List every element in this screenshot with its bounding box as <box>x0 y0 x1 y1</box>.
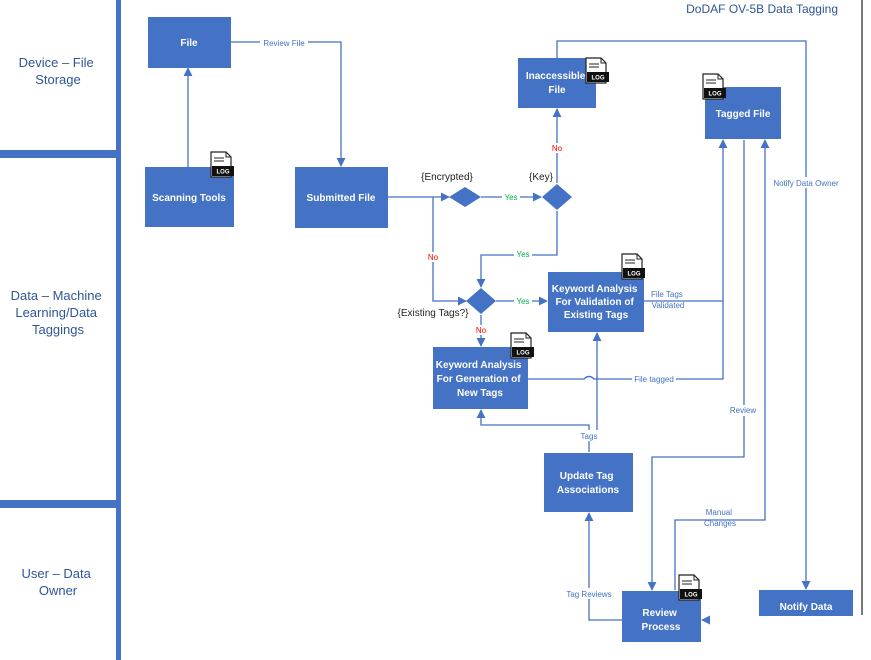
lane-divider-2 <box>0 500 118 508</box>
svg-text:LOG: LOG <box>628 272 641 278</box>
edge-tagged-to-review <box>647 140 745 591</box>
node-label-file: File <box>180 38 198 49</box>
node-label-scanning-tools: Scanning Tools <box>152 193 226 204</box>
edge-label-yes-key: Yes <box>516 250 529 259</box>
edge-review-to-tagged <box>674 139 770 590</box>
decision-label-existing-tags: {Existing Tags?} <box>398 308 470 319</box>
node-notify-data-owner: Notify Data <box>759 590 853 616</box>
log-file-icon: LOG <box>510 332 534 359</box>
edge-validation-to-tagged <box>644 139 728 302</box>
edge-label-yes-encrypted: Yes <box>504 193 517 202</box>
log-file-icon: LOG <box>585 57 609 84</box>
edge-label-review: Review <box>730 406 756 415</box>
node-update-tag-associations: Update Tag Associations <box>544 453 633 512</box>
decision-encrypted: {Encrypted} <box>421 172 481 207</box>
log-file-icon: LOG <box>621 253 645 280</box>
lane-vertical-divider <box>116 0 121 660</box>
edge-label-file-tags-validated: File Tags Validated <box>651 290 685 310</box>
edge-label-tag-reviews: Tag Reviews <box>566 590 611 599</box>
edge-label-file-tagged: File tagged <box>634 375 674 384</box>
log-file-icon: LOG <box>210 151 234 178</box>
node-label-submitted-file: Submitted File <box>307 193 376 204</box>
edge-label-no-encrypted: No <box>428 253 439 262</box>
diagram-title: DoDAF OV-5B Data Tagging <box>686 2 838 16</box>
edge-encrypted-no-to-existing <box>432 197 467 306</box>
lane-label-machine-learning: Data – Machine Learning/Data Taggings <box>11 288 106 337</box>
edge-file-to-submitted <box>231 41 346 167</box>
edge-label-notify-owner: Notify Data Owner <box>773 179 839 188</box>
lane-divider-1 <box>0 150 118 158</box>
svg-text:LOG: LOG <box>217 170 230 176</box>
node-label-inaccessible-file: Inaccessible File <box>526 71 588 96</box>
node-label-keyword-generation: Keyword Analysis For Generation of New T… <box>436 360 525 399</box>
edge-label-manual-changes: Manual Changes <box>704 508 736 528</box>
node-inaccessible-file: Inaccessible File <box>518 58 596 108</box>
edge-inaccessible-to-notify <box>556 40 811 590</box>
edge-review-to-update <box>584 512 622 621</box>
edge-label-no-existing: No <box>476 326 487 335</box>
edge-generation-to-tagged <box>528 301 724 380</box>
edge-update-to-generation <box>476 409 590 432</box>
log-icons: LOG LOG LOG LOG <box>210 57 726 601</box>
log-file-icon: LOG <box>702 73 726 100</box>
decision-existing-tags: {Existing Tags?} <box>398 288 496 319</box>
lane-label-data-owner: User – Data Owner <box>22 566 95 598</box>
node-file: File <box>148 17 231 68</box>
node-submitted-file: Submitted File <box>295 167 388 228</box>
svg-text:LOG: LOG <box>709 92 722 98</box>
node-keyword-validation: Keyword Analysis For Validation of Exist… <box>548 272 644 332</box>
lane-label-device-storage: Device – File Storage <box>19 55 98 87</box>
node-label-update-tag-associations: Update Tag Associations <box>557 471 620 496</box>
decision-label-encrypted: {Encrypted} <box>421 172 473 183</box>
node-label-keyword-validation: Keyword Analysis For Validation of Exist… <box>552 284 641 321</box>
node-label-notify-data-owner: Notify Data <box>780 602 833 613</box>
decision-key: {Key} <box>529 172 572 210</box>
svg-text:LOG: LOG <box>685 593 698 599</box>
edge-label-review-file: Review File <box>263 39 305 48</box>
edge-label-no-key: No <box>552 144 563 153</box>
node-label-tagged-file: Tagged File <box>716 109 771 120</box>
edge-label-tags: Tags <box>581 432 598 441</box>
svg-text:LOG: LOG <box>517 351 530 357</box>
decision-label-key: {Key} <box>529 172 554 183</box>
node-label-review-process: Review Process <box>642 608 681 633</box>
edge-label-yes-existing: Yes <box>516 297 529 306</box>
svg-text:LOG: LOG <box>592 76 605 82</box>
edge-labels: Review File Yes No Yes No Yes No File Ta… <box>260 37 842 599</box>
log-file-icon: LOG <box>678 574 702 601</box>
